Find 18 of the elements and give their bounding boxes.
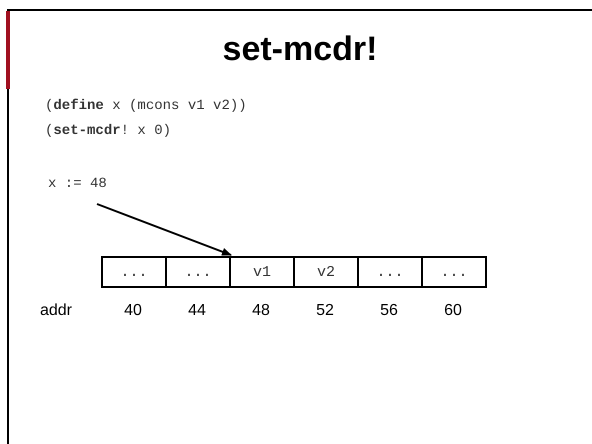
- address-value: 56: [379, 302, 399, 320]
- memory-cell: ...: [165, 256, 231, 288]
- address-value: 44: [187, 302, 207, 320]
- address-value: 48: [251, 302, 271, 320]
- address-value: 52: [315, 302, 335, 320]
- code-line: (set-mcdr! x 0): [45, 123, 172, 139]
- address-label: addr: [38, 302, 74, 320]
- address-value: 60: [443, 302, 463, 320]
- memory-cell: v2: [293, 256, 359, 288]
- arrow: [96, 203, 232, 256]
- address-value: 40: [123, 302, 143, 320]
- memory-cell: ...: [421, 256, 487, 288]
- slide-title: set-mcdr!: [222, 30, 378, 69]
- memory-cell: ...: [357, 256, 423, 288]
- code-text: x := 48: [48, 176, 107, 192]
- memory-cell: ...: [101, 256, 167, 288]
- code-line: (define x (mcons v1 v2)): [45, 98, 247, 114]
- memory-cell: v1: [229, 256, 295, 288]
